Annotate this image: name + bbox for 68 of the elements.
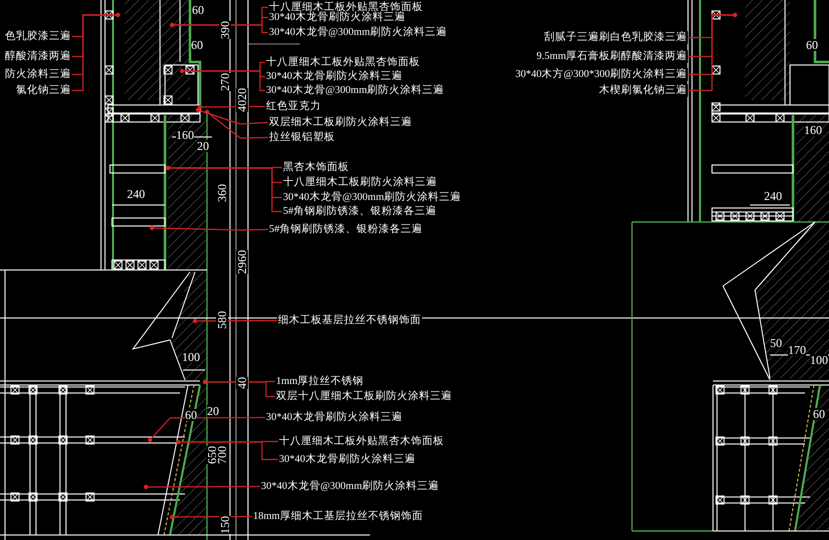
callout-text: 30*40木龙骨刷防火涂料三遍 (278, 453, 416, 466)
callout-text: 十八厘细木工板外贴黑杏饰面板 (265, 56, 421, 69)
dimension-text: 20 (207, 405, 219, 417)
leader-line (206, 112, 268, 139)
callout-text: 双层十八厘细木工板刷防火涂料三遍 (275, 390, 453, 403)
callout-text: 细木工板基层拉丝不锈钢饰面 (277, 314, 422, 327)
callout-text: 红色亚克力 (265, 100, 322, 113)
leader-line (200, 106, 265, 108)
callout-text: 木楔刷氯化钠三遍 (598, 84, 688, 97)
leader-line (195, 320, 277, 322)
leader-line (72, 14, 118, 92)
dimension-text: 100 (182, 351, 200, 363)
callout-text: 30*40木龙骨刷防火涂料三遍 (265, 411, 404, 424)
leader-line (688, 14, 735, 92)
callout-text: 30*40木龙骨刷防火涂料三遍 (268, 11, 406, 24)
dimension-text: 4020 (236, 88, 248, 112)
callout-text: 9.5mm厚石膏板刷醇酸清漆两遍 (536, 50, 688, 63)
dimension-text: 360 (216, 184, 228, 202)
callout-text: 十八厘细木工板外贴黑杏木饰面板 (278, 435, 445, 448)
leader-line (172, 24, 268, 34)
leader-line (168, 167, 282, 212)
callout-text: 5#角钢刷防锈漆、银粉漆各三遍 (268, 223, 424, 236)
callout-text: 色乳胶漆三遍 (4, 30, 72, 43)
callout-text: 30*40木龙骨@300mm刷防火涂料三遍 (282, 191, 462, 204)
callout-text: 黑杏木饰面板 (282, 161, 350, 174)
dimension-text: 580 (216, 311, 228, 329)
dimension-text: 60 (813, 408, 825, 420)
leader-line (152, 227, 268, 231)
dimension-text: 60 (185, 409, 197, 421)
leader-line (172, 516, 252, 518)
callout-text: 双层细木工板刷防火涂料三遍 (268, 116, 413, 129)
dimension-text: 20 (197, 140, 209, 152)
dimension-text: 240 (127, 188, 145, 200)
callout-text: 醇酸清漆两遍 (4, 50, 72, 63)
dimension-text: 60 (191, 39, 203, 51)
dimension-text: 160 (176, 129, 194, 141)
callout-text: 拉丝银铝塑板 (268, 131, 336, 144)
dimension-text: 40 (236, 377, 248, 389)
dimension-text: 150 (219, 516, 231, 534)
callout-text: 1mm厚拉丝不锈钢 (275, 375, 365, 388)
callout-text: 30*40木方@300*300刷防火涂料三遍 (514, 68, 688, 81)
callout-text: 30*40木龙骨@300mm刷防火涂料三遍 (268, 26, 448, 39)
callout-text: 30*40木龙骨@300mm刷防火涂料三遍 (265, 84, 446, 97)
leader-line (146, 486, 260, 488)
dimension-text: 100 (810, 354, 828, 366)
callout-text: 防火涂料三遍 (4, 68, 72, 81)
leader-line (198, 109, 268, 125)
leader-line (205, 381, 275, 398)
dimension-text: 160 (804, 124, 822, 136)
dimension-text: 2960 (236, 250, 248, 274)
callout-text: 氯化钠三遍 (15, 84, 72, 97)
dimension-text: 60 (806, 39, 818, 51)
leader-line (182, 70, 265, 92)
dimension-text: 60 (192, 4, 204, 16)
dimension-text: 240 (764, 190, 782, 202)
callout-text: 18mm厚细木工基层拉丝不锈钢饰面 (252, 510, 424, 523)
callout-text: 刮腻子三遍刷白色乳胶漆三遍 (543, 31, 688, 44)
dimension-text: 50 (770, 337, 782, 349)
callout-text: 5#角钢刷防锈漆、银粉漆各三遍 (282, 205, 438, 218)
leader-line (150, 416, 265, 440)
dimension-text: 270 (219, 73, 231, 91)
callout-text: 30*40木龙骨@300mm刷防火涂料三遍 (260, 480, 440, 493)
dimension-text: 700 (216, 446, 228, 464)
dimension-text: 390 (219, 21, 231, 39)
callout-text: 十八厘细木工板刷防火涂料三遍 (282, 176, 438, 189)
leader-line (178, 441, 278, 460)
dimension-text: 170 (788, 344, 806, 356)
callout-text: 30*40木龙骨刷防火涂料三遍 (265, 70, 404, 83)
